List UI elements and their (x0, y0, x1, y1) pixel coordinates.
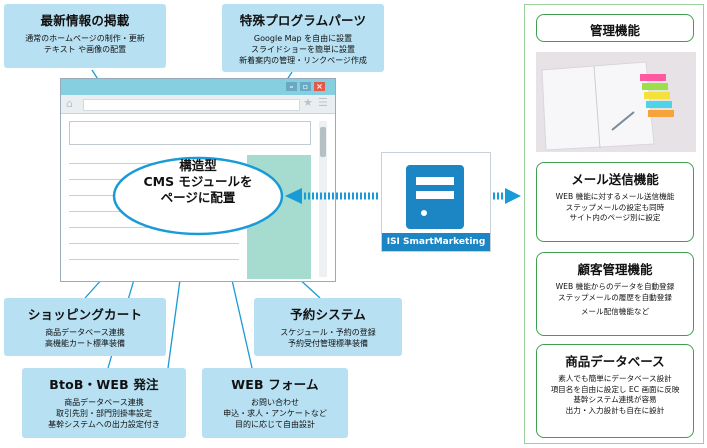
callout-line: テキスト や画像の配置 (43, 45, 127, 54)
notebook-photo (536, 52, 696, 152)
address-bar[interactable] (83, 99, 300, 111)
scrollbar[interactable] (319, 121, 327, 277)
callout-line: 基幹システムへの出力設定付き (48, 420, 160, 429)
callout-line: 取引先別・部門別掛率設定 (56, 409, 152, 418)
center-label: 構造型 CMS モジュールを ページに配置 (110, 158, 286, 206)
server-icon (406, 165, 464, 229)
callout-desc: 通常のホームページの制作・更新 テキスト や画像の配置 (4, 33, 166, 55)
callout-title: BtoB・WEB 発注 (49, 377, 159, 392)
callout-line: 商品データベース連携 (45, 328, 125, 337)
scroll-thumb[interactable] (320, 127, 326, 157)
callout-special: 特殊プログラムパーツ Google Map を自由に設置 スライドショーを簡単に… (222, 4, 384, 72)
card-line: 基幹システム連携が容易 (573, 395, 657, 404)
callout-line: 通常のホームページの制作・更新 (25, 34, 145, 43)
callout-title: 最新情報の掲載 (40, 13, 130, 28)
callout-title: ショッピングカート (27, 307, 143, 322)
callout-form: WEB フォーム お問い合わせ 申込・求人・アンケートなど 目的に応じて自由設計 (202, 368, 348, 438)
card-title: メール送信機能 (571, 172, 659, 187)
callout-line: スライドショーを簡単に設置 (251, 45, 355, 54)
callout-latest: 最新情報の掲載 通常のホームページの制作・更新 テキスト や画像の配置 (4, 4, 166, 68)
card-customer: 顧客管理機能 WEB 機能からのデータを自動登録 ステップメールの履歴を自動登録… (536, 252, 694, 336)
card-line: 出力・入力設計も自在に設計 (565, 405, 665, 415)
minimize-icon[interactable]: – (286, 82, 297, 91)
center-line: CMS モジュールを (143, 174, 253, 189)
callout-line: 目的に応じて自由設計 (235, 420, 315, 429)
card-desc: WEB 機能からのデータを自動登録 ステップメールの履歴を自動登録 メール配信機… (537, 282, 693, 318)
menu-icon[interactable]: ☰ (318, 96, 328, 109)
callout-line: Google Map を自由に設置 (253, 34, 353, 43)
panel-header: 管理機能 (536, 14, 694, 42)
card-line: ステップメールの履歴を自動登録 (558, 292, 672, 302)
card-line: サイト内のページ別に設定 (569, 213, 661, 222)
callout-title: WEB フォーム (231, 377, 319, 392)
callout-shopping: ショッピングカート 商品データベース連携 高機能カート標準装備 (4, 298, 166, 356)
card-line: WEB 機能からのデータを自動登録 (555, 282, 675, 291)
callout-line: 申込・求人・アンケートなど (223, 409, 327, 418)
card-line: ステップメールの設定も同時 (565, 202, 665, 212)
isi-smartmarketing-box: ISI SmartMarketing (381, 152, 491, 252)
close-icon[interactable]: × (314, 82, 325, 91)
isi-label: ISI SmartMarketing (382, 233, 490, 251)
maximize-icon[interactable]: ▫ (300, 82, 311, 91)
callout-desc: スケジュール・予約の登録 予約受付管理標準装備 (254, 327, 402, 349)
center-line: 構造型 (179, 158, 217, 173)
callout-line: 予約受付管理標準装備 (288, 339, 368, 348)
card-title: 顧客管理機能 (577, 262, 653, 277)
page-header-block (69, 121, 311, 145)
browser-toolbar: ⌂ ★ ☰ (61, 95, 335, 114)
callout-line: 商品データベース連携 (64, 398, 144, 407)
callout-line: 高機能カート標準装備 (45, 339, 125, 348)
callout-desc: 商品データベース連携 取引先別・部門別掛率設定 基幹システムへの出力設定付き (22, 397, 186, 430)
panel-header-title: 管理機能 (589, 23, 640, 38)
card-mail: メール送信機能 WEB 機能に対するメール送信機能 ステップメールの設定も同時 … (536, 162, 694, 242)
card-line: メール配信機能など (580, 307, 650, 316)
callout-line: スケジュール・予約の登録 (280, 328, 376, 337)
callout-btob: BtoB・WEB 発注 商品データベース連携 取引先別・部門別掛率設定 基幹シス… (22, 368, 186, 438)
card-desc: WEB 機能に対するメール送信機能 ステップメールの設定も同時 サイト内のページ… (537, 192, 693, 224)
star-icon[interactable]: ★ (303, 96, 313, 109)
content-line (69, 259, 239, 260)
browser-titlebar: – ▫ × (61, 79, 335, 95)
card-line: 項目名を自由に設定し EC 画面に反映 (550, 384, 680, 394)
card-desc: 素人でも簡単にデータベース設計 項目名を自由に設定し EC 画面に反映 基幹シス… (537, 374, 693, 416)
content-line (69, 243, 239, 244)
callout-desc: 商品データベース連携 高機能カート標準装備 (4, 327, 166, 349)
card-line: 素人でも簡単にデータベース設計 (558, 374, 672, 383)
callout-title: 特殊プログラムパーツ (239, 13, 367, 28)
callout-reserve: 予約システム スケジュール・予約の登録 予約受付管理標準装備 (254, 298, 402, 356)
callout-line: 新着案内の管理・リンクページ作成 (239, 56, 367, 65)
callout-title: 予約システム (290, 307, 366, 322)
center-line: ページに配置 (160, 190, 236, 205)
callout-line: お問い合わせ (251, 398, 299, 407)
callout-desc: Google Map を自由に設置 スライドショーを簡単に設置 新着案内の管理・… (222, 33, 384, 66)
card-title: 商品データベース (565, 354, 665, 369)
card-product-db: 商品データベース 素人でも簡単にデータベース設計 項目名を自由に設定し EC 画… (536, 344, 694, 438)
home-icon[interactable]: ⌂ (66, 97, 73, 110)
callout-desc: お問い合わせ 申込・求人・アンケートなど 目的に応じて自由設計 (202, 397, 348, 430)
card-line: WEB 機能に対するメール送信機能 (555, 192, 675, 201)
